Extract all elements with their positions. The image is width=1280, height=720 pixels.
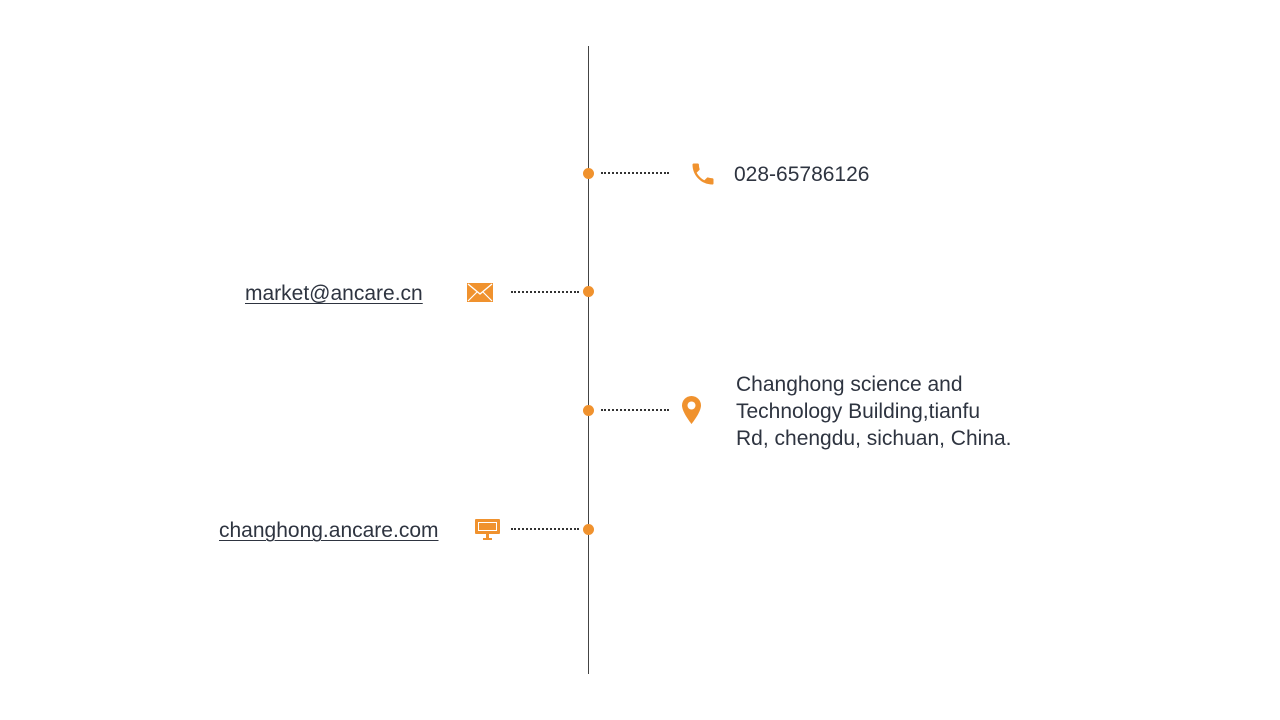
timeline-node-address: [583, 405, 594, 416]
connector-dots-phone: [601, 172, 669, 174]
connector-dots-address: [601, 409, 669, 411]
phone-icon: [689, 160, 717, 193]
timeline-node-email: [583, 286, 594, 297]
address-line-2: Technology Building,tianfu: [736, 400, 981, 423]
timeline-node-website: [583, 524, 594, 535]
monitor-icon: [475, 519, 500, 546]
timeline-vertical-line: [588, 46, 589, 674]
connector-dots-email: [511, 291, 579, 293]
email-link[interactable]: market@ancare.cn: [245, 282, 423, 305]
timeline-node-phone: [583, 168, 594, 179]
map-pin-icon: [682, 396, 701, 429]
envelope-icon: [467, 283, 493, 307]
address-line-3: Rd, chengdu, sichuan, China.: [736, 427, 1012, 450]
connector-dots-website: [511, 528, 579, 530]
website-link[interactable]: changhong.ancare.com: [219, 519, 439, 542]
address-text: Changhong science and Technology Buildin…: [736, 371, 1056, 452]
address-line-1: Changhong science and: [736, 373, 963, 396]
phone-number: 028-65786126: [734, 163, 870, 186]
